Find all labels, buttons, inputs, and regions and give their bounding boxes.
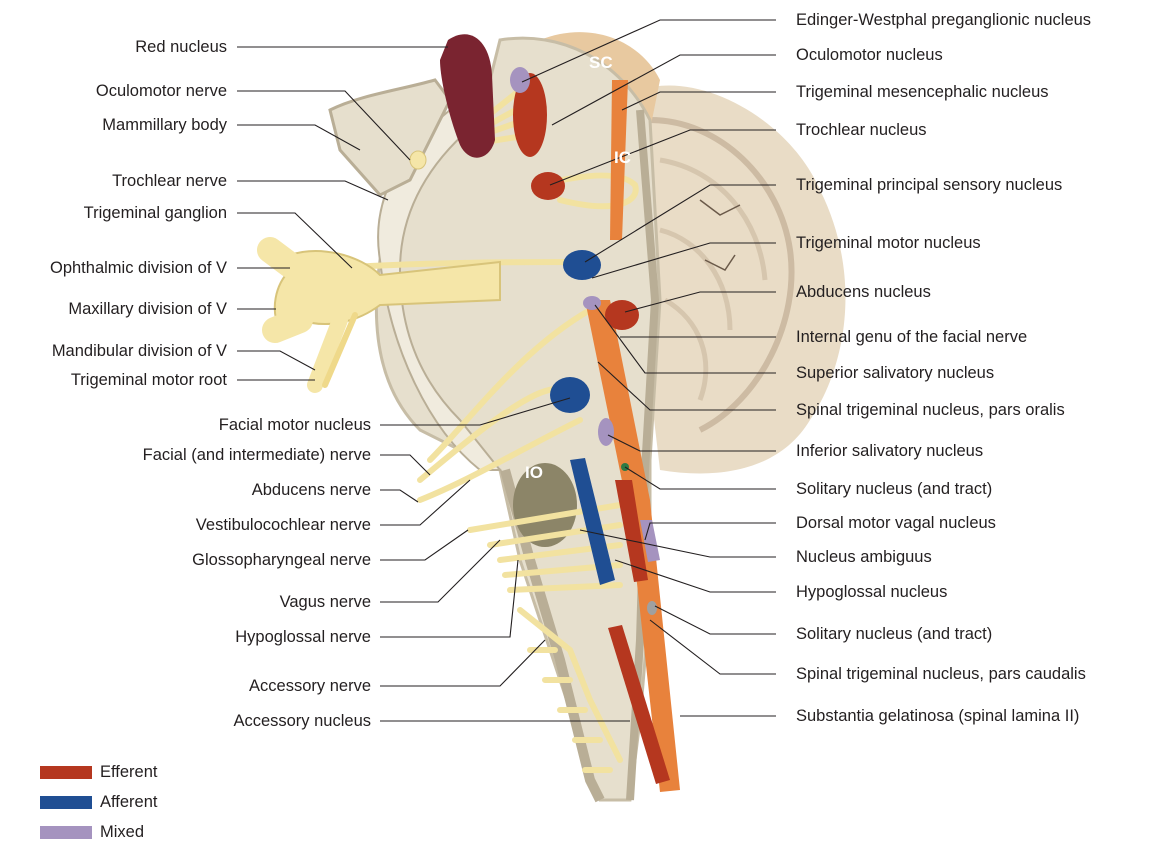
label-accessory-nerve: Accessory nerve	[249, 676, 371, 696]
label-solitary-nucleus-caudal: Solitary nucleus (and tract)	[796, 624, 992, 644]
label-facial-nerve: Facial (and intermediate) nerve	[143, 445, 371, 465]
label-accessory-nucleus: Accessory nucleus	[233, 711, 371, 731]
label-spinal-trigeminal-pars-caudalis: Spinal trigeminal nucleus, pars caudalis	[796, 664, 1086, 684]
label-vagus-nerve: Vagus nerve	[280, 592, 371, 612]
label-mammillary-body: Mammillary body	[102, 115, 227, 135]
label-solitary-nucleus-rostral: Solitary nucleus (and tract)	[796, 479, 992, 499]
label-trigeminal-motor-root: Trigeminal motor root	[71, 370, 227, 390]
legend-swatch-efferent	[40, 766, 92, 779]
label-trigeminal-principal-sensory-nucleus: Trigeminal principal sensory nucleus	[796, 175, 1062, 195]
legend-swatch-mixed	[40, 826, 92, 839]
label-hypoglossal-nerve: Hypoglossal nerve	[235, 627, 371, 647]
label-abducens-nucleus: Abducens nucleus	[796, 282, 931, 302]
label-nucleus-ambiguus: Nucleus ambiguus	[796, 547, 932, 567]
label-mandibular-division: Mandibular division of V	[52, 341, 227, 361]
legend-label-afferent: Afferent	[100, 792, 157, 812]
label-trigeminal-motor-nucleus: Trigeminal motor nucleus	[796, 233, 981, 253]
solitary-nucleus-caudal	[647, 601, 657, 615]
label-glossopharyngeal-nerve: Glossopharyngeal nerve	[192, 550, 371, 570]
label-oculomotor-nucleus: Oculomotor nucleus	[796, 45, 943, 65]
label-internal-genu-facial-nerve: Internal genu of the facial nerve	[796, 327, 1027, 347]
label-spinal-trigeminal-pars-oralis: Spinal trigeminal nucleus, pars oralis	[796, 400, 1065, 420]
label-hypoglossal-nucleus: Hypoglossal nucleus	[796, 582, 947, 602]
tag-inferior-colliculus: IC	[614, 148, 631, 168]
label-facial-motor-nucleus: Facial motor nucleus	[219, 415, 371, 435]
label-trigeminal-mesencephalic-nucleus: Trigeminal mesencephalic nucleus	[796, 82, 1049, 102]
label-abducens-nerve: Abducens nerve	[252, 480, 371, 500]
legend-swatch-afferent	[40, 796, 92, 809]
tag-inferior-olive: IO	[525, 463, 543, 483]
label-substantia-gelatinosa: Substantia gelatinosa (spinal lamina II)	[796, 706, 1079, 726]
label-trochlear-nerve: Trochlear nerve	[112, 171, 227, 191]
label-inferior-salivatory-nucleus: Inferior salivatory nucleus	[796, 441, 983, 461]
tag-superior-colliculus: SC	[589, 53, 613, 73]
legend-label-mixed: Mixed	[100, 822, 144, 842]
label-dorsal-motor-vagal-nucleus: Dorsal motor vagal nucleus	[796, 513, 996, 533]
legend-label-efferent: Efferent	[100, 762, 157, 782]
label-oculomotor-nerve: Oculomotor nerve	[96, 81, 227, 101]
label-vestibulocochlear-nerve: Vestibulocochlear nerve	[196, 515, 371, 535]
label-trigeminal-ganglion: Trigeminal ganglion	[84, 203, 227, 223]
label-maxillary-division: Maxillary division of V	[68, 299, 227, 319]
label-ophthalmic-division: Ophthalmic division of V	[50, 258, 227, 278]
label-edinger-westphal-nucleus: Edinger-Westphal preganglionic nucleus	[796, 10, 1091, 30]
label-red-nucleus: Red nucleus	[135, 37, 227, 57]
label-trochlear-nucleus: Trochlear nucleus	[796, 120, 927, 140]
label-superior-salivatory-nucleus: Superior salivatory nucleus	[796, 363, 994, 383]
